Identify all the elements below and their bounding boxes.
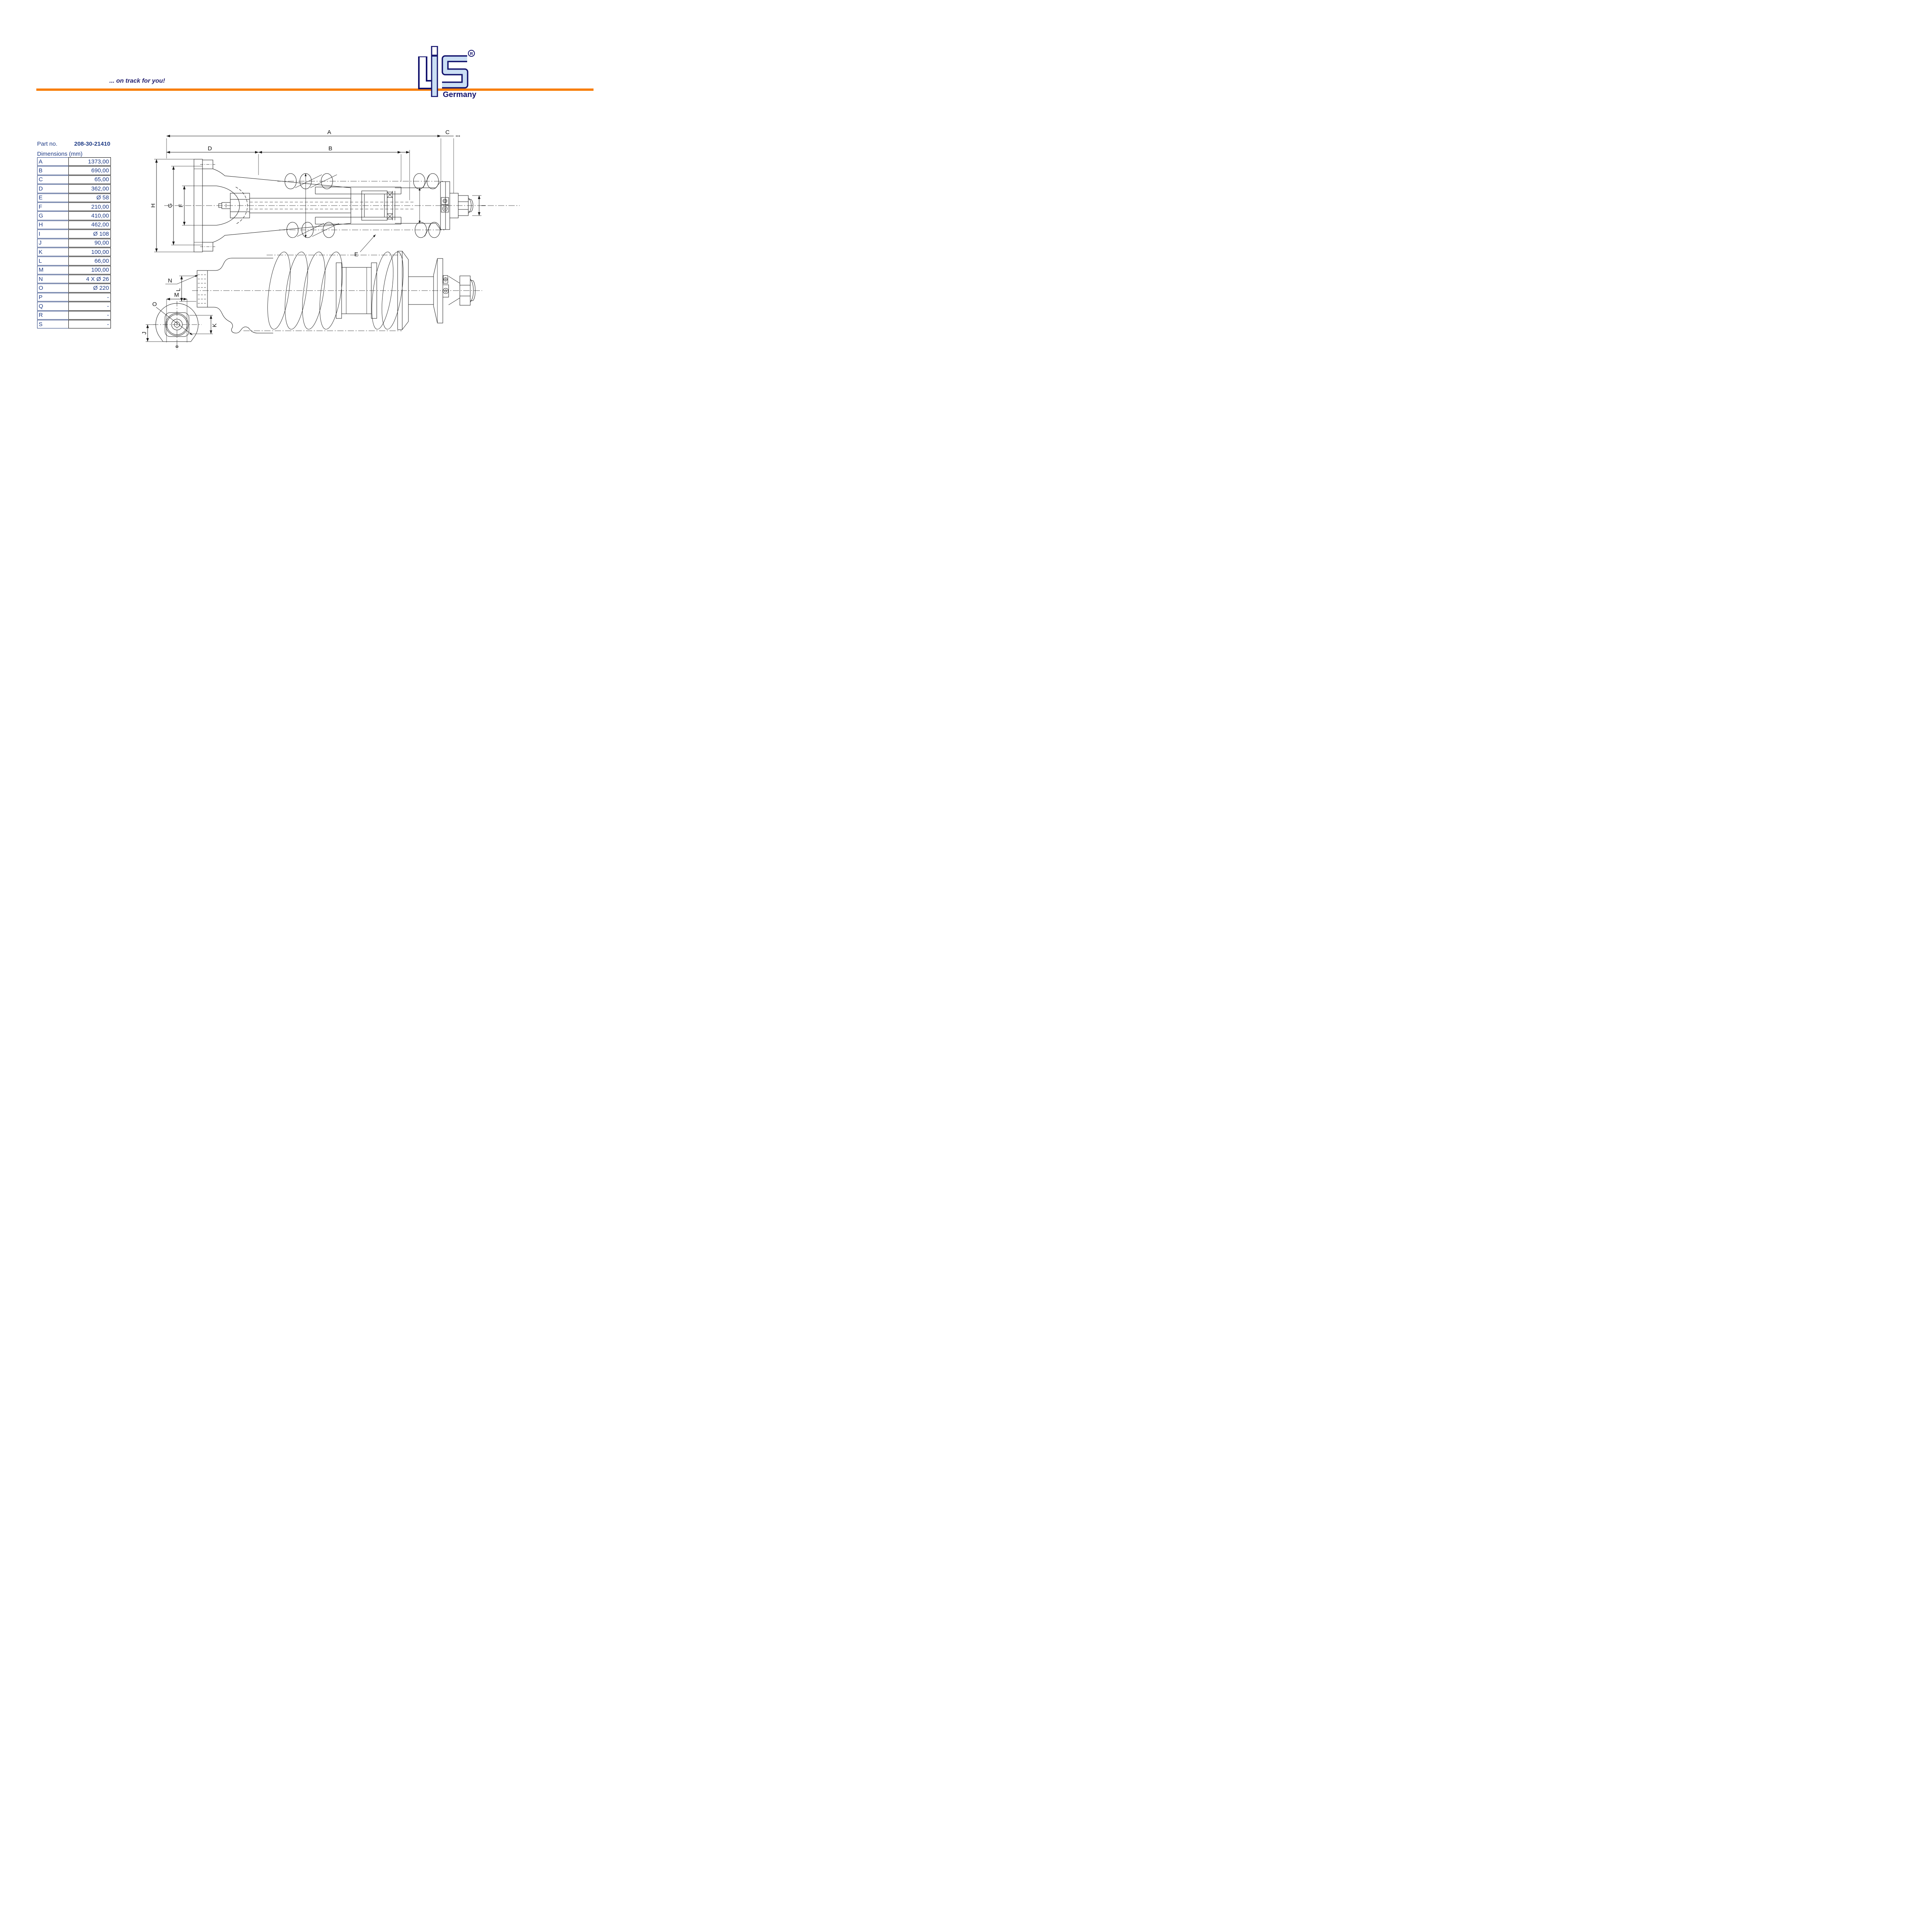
dim-value: 100,00 — [68, 265, 111, 275]
dim-value: - — [68, 311, 111, 320]
dim-label-h: H — [150, 204, 156, 208]
technical-drawing: A B C D E F G H I J K L M N O — [141, 129, 520, 350]
orange-rule — [36, 88, 594, 91]
dim-value: - — [68, 302, 111, 311]
dim-label-o: O — [152, 301, 157, 308]
svg-text:R: R — [470, 52, 473, 56]
dim-label-l: L — [175, 288, 182, 291]
lis-logo: R Germany — [418, 46, 477, 99]
dim-label-j: J — [141, 332, 148, 335]
logo-letter-s — [442, 55, 468, 88]
dim-label-m: M — [174, 292, 179, 298]
part-no-value: 208-30-21410 — [74, 141, 111, 147]
dim-value: 66,00 — [68, 257, 111, 265]
part-no-label: Part no. — [37, 141, 58, 147]
dim-value: - — [68, 320, 111, 329]
table-row: R- — [37, 311, 111, 320]
dim-label-b: B — [328, 145, 332, 152]
dim-label-g: G — [167, 203, 173, 208]
dim-value: 65,00 — [68, 175, 111, 184]
dim-label-e: E — [354, 251, 358, 258]
dim-value: 100,00 — [68, 247, 111, 257]
registered-mark-icon: R — [468, 50, 475, 57]
outline-view — [165, 251, 482, 342]
dim-value: 90,00 — [68, 238, 111, 247]
dim-label-n: N — [168, 277, 172, 284]
dim-label-k: K — [211, 323, 218, 327]
dim-value: Ø 58 — [68, 193, 111, 202]
dim-value: - — [68, 293, 111, 302]
dim-label-c: C — [446, 129, 450, 136]
dim-value: 210,00 — [68, 202, 111, 211]
company-tagline: ... on track for you! — [109, 78, 165, 84]
dim-value: 410,00 — [68, 211, 111, 220]
dim-label-d: D — [208, 145, 212, 152]
table-row: P- — [37, 293, 111, 302]
logo-country: Germany — [443, 90, 477, 99]
dimension-labels: A B C D E F G H I J K L M N O — [141, 129, 487, 335]
table-row: S- — [37, 320, 111, 329]
dim-value: 362,00 — [68, 184, 111, 193]
section-view — [154, 134, 520, 252]
dim-label-a: A — [327, 129, 331, 136]
logo-letter-l — [418, 56, 434, 89]
dim-value: 462,00 — [68, 220, 111, 230]
dim-value: 4 X Ø 26 — [68, 275, 111, 284]
datasheet-page: ... on track for you! R Germany Part no.… — [0, 0, 606, 429]
dim-value: Ø 108 — [68, 230, 111, 238]
dim-label-i: I — [480, 205, 487, 206]
dim-value: 1373,00 — [68, 157, 111, 166]
dim-label-f: F — [178, 204, 184, 207]
end-view — [146, 301, 213, 350]
dim-value: 690,00 — [68, 166, 111, 175]
dimensions-label: Dimensions (mm) — [37, 151, 83, 157]
dim-value: Ø 220 — [68, 284, 111, 293]
table-row: Q- — [37, 302, 111, 311]
